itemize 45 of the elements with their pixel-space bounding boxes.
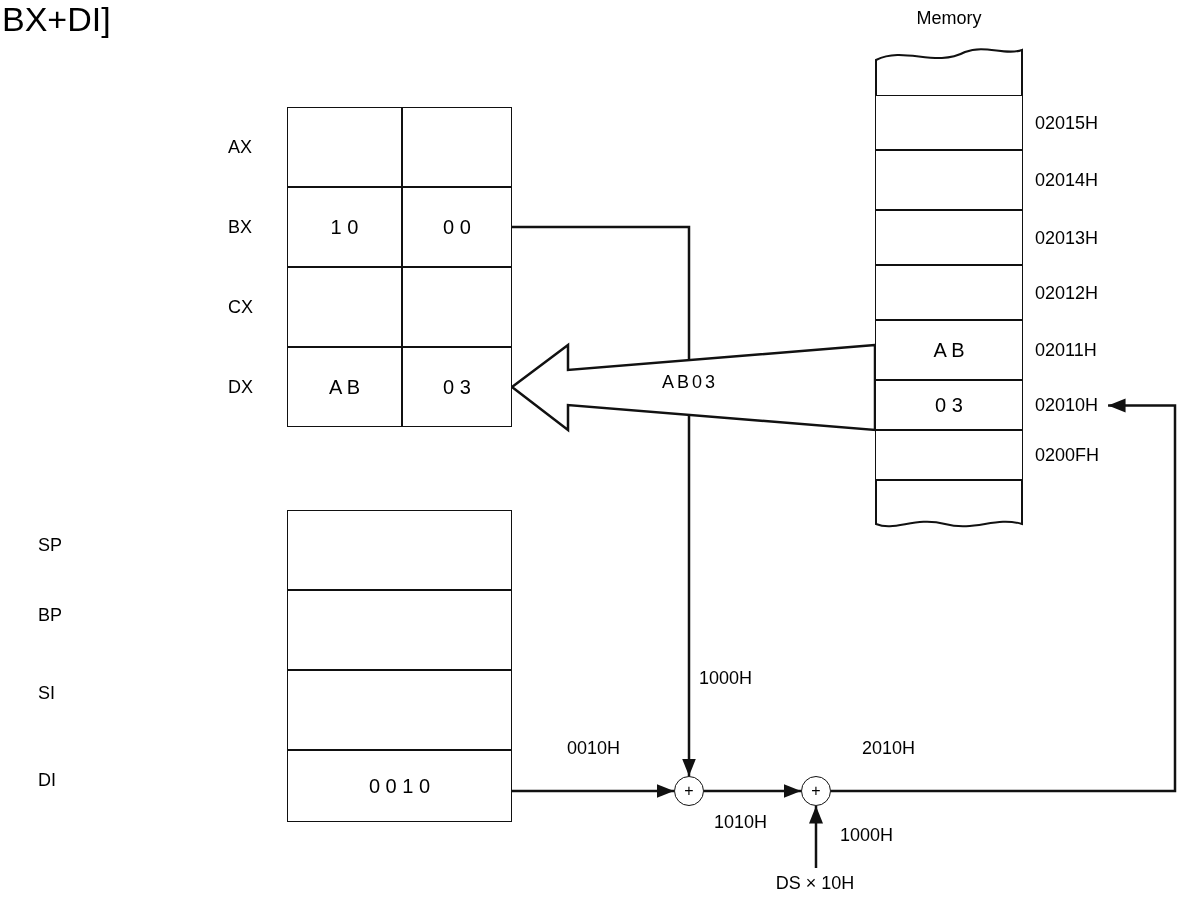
register-cell <box>402 107 512 187</box>
data-transfer-arrow <box>509 342 877 433</box>
address-label: 02012H <box>1035 282 1099 304</box>
register-cell <box>287 590 512 670</box>
arrow <box>512 225 696 776</box>
register-name: DI <box>38 770 56 791</box>
register-cell: 1 0 <box>287 187 402 267</box>
register-cell: 0 0 <box>402 187 512 267</box>
adder-circle: + <box>674 776 704 806</box>
register-name: DX <box>228 377 253 398</box>
adder-circle: + <box>801 776 831 806</box>
address-label: 02014H <box>1035 170 1099 191</box>
register-cell <box>287 670 512 750</box>
register-cell: A B <box>287 347 402 427</box>
register-name: BP <box>38 605 62 626</box>
address-label: 02015H <box>1035 112 1099 134</box>
address-label: 0200FH <box>1035 445 1100 466</box>
memory-cell <box>875 265 1023 320</box>
register-name: SI <box>38 683 55 704</box>
address-label: 02013H <box>1035 227 1099 249</box>
register-cell: 0 3 <box>402 347 512 427</box>
memory-cell <box>875 95 1023 150</box>
register-cell <box>287 267 402 347</box>
register-name: BX <box>228 217 252 238</box>
arrow <box>809 806 823 868</box>
memory-cell <box>875 210 1023 265</box>
input-label: DS × 10H <box>765 868 865 898</box>
memory-cell: A B <box>875 320 1023 380</box>
memory-cell <box>875 150 1023 210</box>
register-name: CX <box>228 297 253 318</box>
register-name: AX <box>228 137 252 158</box>
register-cell <box>287 510 512 590</box>
arrow <box>512 784 674 798</box>
column-heading: Memory <box>915 8 983 29</box>
register-name: SP <box>38 535 62 556</box>
register-cell: 0 0 1 0 <box>287 750 512 822</box>
arrow <box>704 784 801 798</box>
address-label: 02011H <box>1035 340 1097 361</box>
arrow <box>831 398 1177 793</box>
memory-cell <box>875 430 1023 480</box>
register-cell <box>287 107 402 187</box>
instruction-text: BX+DI] <box>2 0 111 39</box>
address-label: 02010H <box>1035 395 1099 416</box>
register-cell <box>402 267 512 347</box>
memory-cell: 0 3 <box>875 380 1023 430</box>
